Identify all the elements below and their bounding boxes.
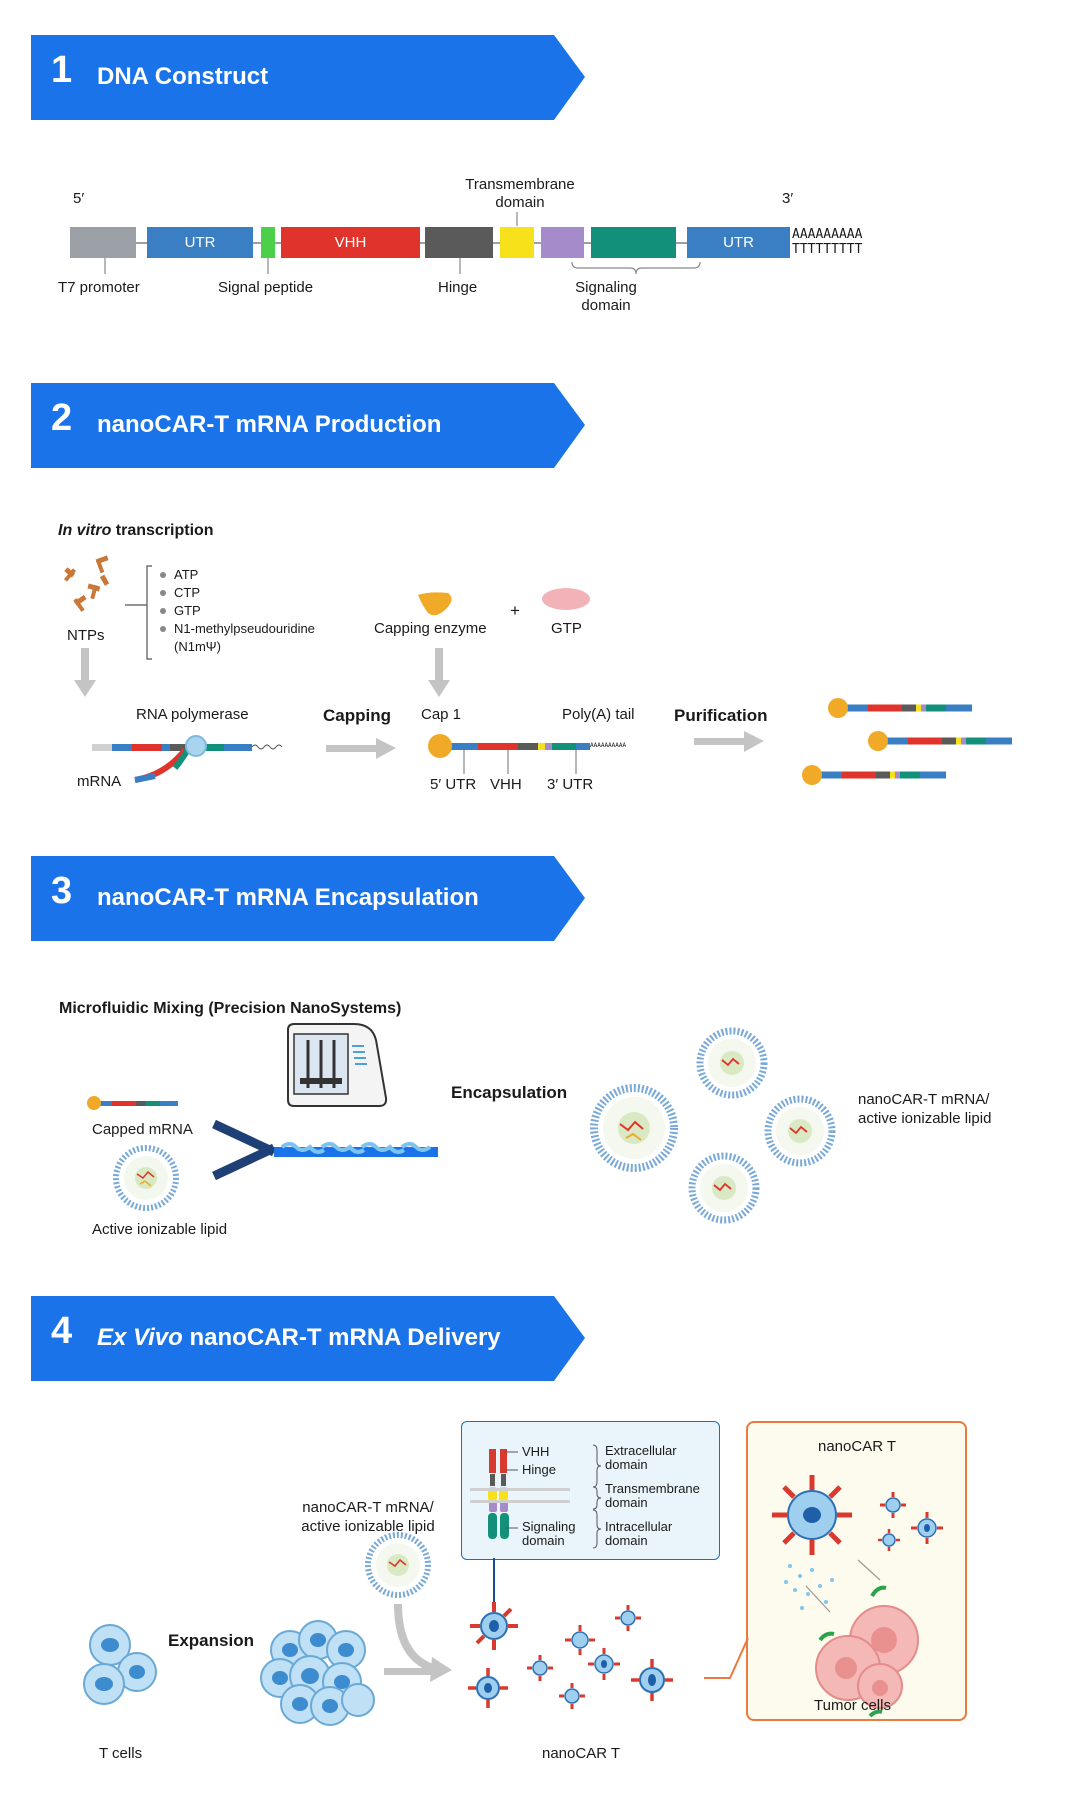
section-title: nanoCAR-T mRNA Production [97,411,442,438]
nucleotide-gtp: GTP [174,603,201,618]
purification-step-label: Purification [674,706,768,725]
polya-tail-glyph: AAAAAAAAAA [590,742,627,749]
banner-arrow-shape [31,383,585,468]
t7-promoter-segment [70,227,136,258]
curved-arrow-head-icon [430,1657,452,1682]
section-number: 3 [51,870,73,912]
capping-enzyme-label: Capping enzyme [374,620,487,637]
cap1-label: Cap 1 [421,706,462,723]
nanocar-t-label: nanoCAR T [542,1745,621,1762]
capped-mrna-icon [87,1096,178,1110]
nucleotide-atp: ATP [174,567,199,582]
section-title: DNA Construct [97,63,269,90]
section-number: 1 [51,49,73,91]
polya-tail-label: Poly(A) tail [562,706,635,723]
hinge-segment [425,227,493,258]
lipid-nanoparticle-icon [113,1145,179,1211]
hinge-label: Hinge [438,279,478,296]
right-arrow-icon [326,731,764,759]
nanocar-t-cells-group [468,1602,673,1709]
active-lipid-label: Active ionizable lipid [92,1221,228,1238]
section-4-banner: 4 Ex Vivo nanoCAR-T mRNA Delivery [31,1296,585,1381]
capping-step-label: Capping [323,706,391,725]
panel-hinge-label: Hinge [522,1462,556,1477]
banner-arrow-shape [31,856,585,941]
section-2-banner: 2 nanoCAR-T mRNA Production [31,383,585,468]
signal-peptide-label: Signal peptide [218,279,314,296]
down-arrow-icon [74,648,450,697]
vhh-label: VHH [490,776,522,793]
section-number: 4 [51,1310,73,1352]
mrna-label: mRNA [77,773,122,790]
polyt-bottom: TTTTTTTTT [792,242,863,257]
t-cells-icon [83,1624,157,1705]
section-title: Ex Vivo nanoCAR-T mRNA Delivery [97,1324,501,1351]
encapsulation-graphics [87,1023,836,1224]
lipid-nanoparticle-icon [365,1532,431,1598]
transmembrane-segment [500,227,534,258]
result-label: nanoCAR-T mRNA/active ionizable lipid [858,1091,992,1127]
tumor-panel-graphics [772,1475,943,1718]
gtp-icon [542,588,590,610]
three-prime-label: 3′ [782,190,794,207]
microfluidic-heading: Microfluidic Mixing (Precision NanoSyste… [59,1000,402,1017]
ntps-label: NTPs [67,627,105,644]
encapsulation-step-label: Encapsulation [451,1083,568,1102]
utr3-label: 3′ UTR [547,776,594,793]
plus-sign: + [510,601,520,620]
car-receptor-structure [488,1449,509,1539]
rna-polymerase-label: RNA polymerase [136,706,249,723]
capping-enzyme-icon [418,592,452,616]
signaling-segment-1 [541,227,584,258]
utr5-label: 5′ UTR [430,776,477,793]
banner-arrow-shape [31,35,585,120]
five-prime-label: 5′ [73,190,85,207]
encapsulated-lnp-group [590,1027,836,1224]
microfluidic-chip-icon [212,1119,438,1181]
tumor-cells-label: Tumor cells [814,1697,891,1714]
signaling-segment-2 [591,227,676,258]
section-title: nanoCAR-T mRNA Encapsulation [97,884,479,911]
microfluidic-device-icon [287,1023,388,1107]
gtp-label: GTP [551,620,582,637]
tumor-box-title: nanoCAR T [818,1438,897,1455]
panel-vhh-label: VHH [522,1444,550,1459]
section-number: 2 [51,397,73,439]
capped-mrna-diagram [428,734,590,774]
utr-segment-3prime: UTR [687,227,790,258]
nucleotide-n1m-abbrev: (N1mΨ) [174,639,221,654]
polya-top: AAAAAAAAA [792,227,863,242]
banner-arrow-shape [31,1296,585,1381]
ivt-heading: In vitro transcription [58,522,214,539]
lnp-label: nanoCAR-T mRNA/active ionizable lipid [301,1499,435,1535]
capped-mrna-label: Capped mRNA [92,1121,193,1138]
transcription-complex [92,735,283,783]
purified-mrna-group [802,698,1012,785]
production-graphics [63,555,1012,785]
signal-peptide-segment [261,227,275,258]
nucleotide-ctp: CTP [174,585,200,600]
section-1-banner: 1 DNA Construct [31,35,585,120]
ntp-molecule-icon [63,555,110,612]
utr-segment: UTR [147,227,253,258]
t7-promoter-label: T7 promoter [58,279,140,296]
vhh-segment: VHH [281,227,420,258]
expansion-step-label: Expansion [168,1631,254,1650]
membrane-bilayer [470,1488,570,1503]
t-cells-label: T cells [99,1745,143,1762]
panel-brackets [505,1444,602,1549]
curved-arrow-icon [394,1603,438,1673]
nucleotide-n1m: N1-methylpseudouridine [174,621,315,636]
section-3-banner: 3 nanoCAR-T mRNA Encapsulation [31,856,585,941]
